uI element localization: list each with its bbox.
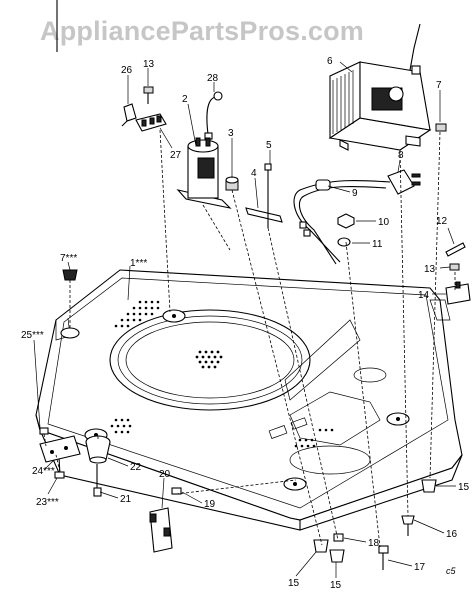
callout-28: 28 [207, 73, 219, 84]
callout-1: 1*** [130, 258, 147, 269]
part-11-washer [337, 237, 351, 247]
callout-15-right: 15 [458, 482, 470, 493]
part-7-screw [435, 123, 447, 132]
callout-13-right: 13 [424, 264, 436, 275]
callout-21: 21 [120, 494, 132, 505]
callout-11: 11 [372, 239, 383, 250]
callout-labels: 26 13 28 2 27 3 5 4 6 7 8 9 10 11 12 13 … [21, 56, 470, 591]
callout-7: 7 [436, 80, 442, 91]
callout-17: 17 [414, 562, 426, 573]
part-16-screw [401, 515, 415, 536]
part-18-screw [333, 533, 344, 542]
part-23-screw [54, 471, 65, 479]
side-vent-holes [294, 428, 334, 448]
corner-mark: c5 [446, 566, 457, 576]
assembly-lines [43, 129, 456, 548]
part-22-motor [85, 435, 111, 464]
callout-16: 16 [446, 529, 458, 540]
callout-26: 26 [121, 65, 133, 76]
part-10-nut [337, 213, 355, 229]
callout-9: 9 [352, 188, 358, 199]
part-2-capacitor [176, 137, 232, 209]
callout-2: 2 [182, 94, 188, 105]
part-5-rod [264, 163, 272, 228]
part-28-lead-wire [204, 91, 223, 140]
part-3-fastener [225, 176, 239, 191]
callout-10: 10 [378, 217, 390, 228]
callout-23: 23*** [36, 497, 59, 508]
callout-4: 4 [251, 168, 257, 179]
callout-22: 22 [130, 462, 142, 473]
part-12-rod [445, 242, 466, 257]
callout-7-foot: 7*** [60, 253, 77, 264]
part-17-screw [378, 545, 389, 570]
callout-15-bottom-left: 15 [288, 578, 300, 589]
part-6-transformer [328, 23, 432, 151]
part-13-screw-right [449, 263, 460, 271]
callout-3: 3 [228, 128, 234, 139]
callout-27: 27 [170, 150, 182, 161]
callout-25: 25*** [21, 330, 44, 341]
rear-vent-holes [114, 300, 160, 328]
part-25-screw [39, 427, 49, 435]
part-27-terminal-block [135, 113, 167, 132]
front-vent-holes [110, 418, 132, 434]
callout-18: 18 [368, 538, 380, 549]
callout-19: 19 [204, 499, 216, 510]
callout-24: 24*** [32, 466, 55, 477]
callout-14: 14 [418, 290, 430, 301]
leader-lines [33, 61, 456, 578]
part-20-switch [149, 507, 173, 553]
part-26-clip [121, 103, 137, 127]
part-14-switch [445, 281, 471, 305]
callout-5: 5 [266, 140, 272, 151]
callout-12: 12 [436, 216, 448, 227]
callout-6: 6 [327, 56, 333, 67]
watermark: AppliancePartsPros.com [40, 16, 365, 46]
part-24-bracket [39, 435, 81, 463]
part-4-bracket [245, 207, 283, 223]
part-13-screw [143, 86, 154, 104]
base-plate [35, 269, 463, 531]
part-15-foot-right [421, 479, 437, 493]
callout-20: 20 [159, 469, 171, 480]
part-15-foot-bottom-right [329, 549, 345, 563]
callout-13: 13 [143, 59, 155, 70]
center-vent-holes [195, 350, 223, 369]
part-7-foot [62, 269, 78, 281]
callout-15-bottom-right: 15 [330, 580, 342, 591]
part-15-foot-bottom-left [313, 539, 329, 553]
callout-8: 8 [398, 150, 404, 161]
part-19-screw [171, 487, 182, 495]
